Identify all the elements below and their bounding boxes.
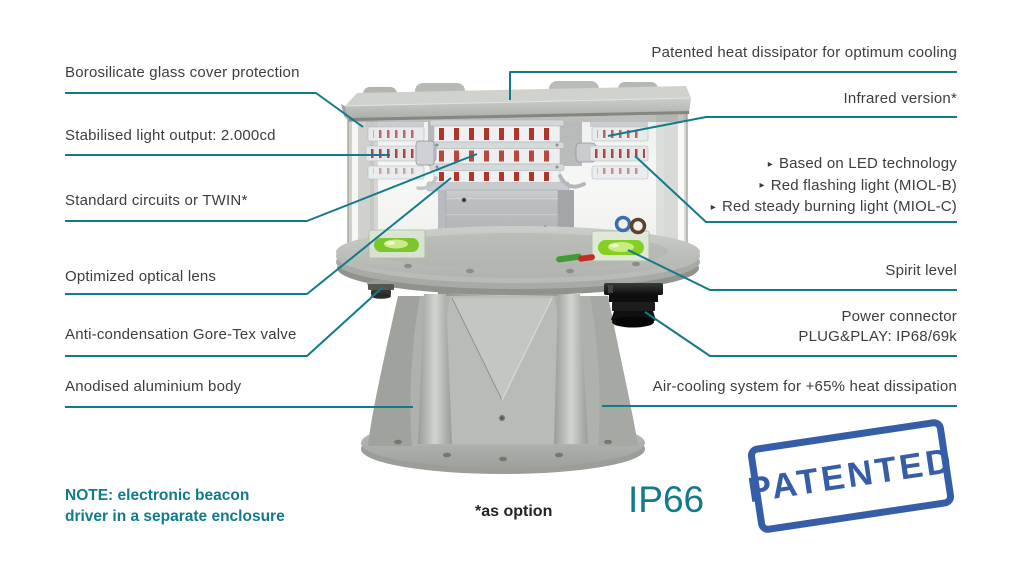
note-text: NOTE: electronic beacon driver in a sepa… [65,485,285,527]
feature-item: ▸ Red flashing light (MIOL-B) [711,175,957,197]
triangle-bullet-icon: ▸ [710,201,716,213]
pedestal-base [361,280,645,474]
internal-wires [556,215,647,263]
label-infrared-version: Infrared version* [843,90,957,107]
label-aluminium-body: Anodised aluminium body [65,378,242,395]
callout-line-optical-lens [65,177,452,295]
feature-text: Red flashing light (MIOL-B) [770,176,957,194]
callout-lines [65,71,957,408]
callout-line-power-connector [644,311,957,357]
spirit-level-left [368,229,426,259]
feature-text: Red steady burning light (MIOL-C) [721,198,957,215]
callout-line-led-features [634,155,957,223]
beacon-product-photo [336,81,700,474]
feature-item: ▸ Red steady burning light (MIOL-C) [711,196,957,218]
label-power-connector: Power connector PLUG&PLAY: IP68/69k [798,307,957,347]
label-stabilised-output: Stabilised light output: 2.000cd [65,127,276,144]
callout-line-borosilicate [65,92,364,128]
top-cap-heat-dissipator [341,81,692,121]
callout-line-spirit-level [627,249,957,291]
triangle-bullet-icon: ▸ [767,158,773,170]
label-optical-lens: Optimized optical lens [65,268,217,285]
as-option-footnote: *as option [475,503,553,520]
callout-line-goretex-valve [65,286,384,357]
triangle-bullet-icon: ▸ [759,180,765,191]
feature-text: Based on LED technology [778,155,957,172]
callout-line-standard-circuits [65,153,478,222]
power-connector-line1: Power connector [841,308,957,325]
ip-rating: IP66 [628,479,705,520]
led-features-list: ▸ Based on LED technology ▸ Red flashing l… [711,153,957,218]
note-line1: NOTE: electronic beacon [65,487,250,504]
label-spirit-level: Spirit level [885,262,957,279]
callout-line-infrared [607,116,957,137]
label-standard-circuits: Standard circuits or TWIN* [65,192,248,209]
label-air-cooling: Air-cooling system for +65% heat dissipa… [652,378,957,395]
label-goretex-valve: Anti-condensation Gore-Tex valve [65,326,297,343]
label-heat-dissipator: Patented heat dissipator for optimum coo… [651,44,957,61]
callout-line-heat-dissipator [509,71,957,100]
label-borosilicate-glass: Borosilicate glass cover protection [65,64,300,81]
feature-item: ▸ Based on LED technology [711,153,957,175]
led-module-left [365,122,435,180]
note-line2: driver in a separate enclosure [65,508,285,525]
power-connector-plug [604,283,663,328]
power-connector-line2: PLUG&PLAY: IP68/69k [798,328,957,345]
goretex-valve [367,280,395,299]
